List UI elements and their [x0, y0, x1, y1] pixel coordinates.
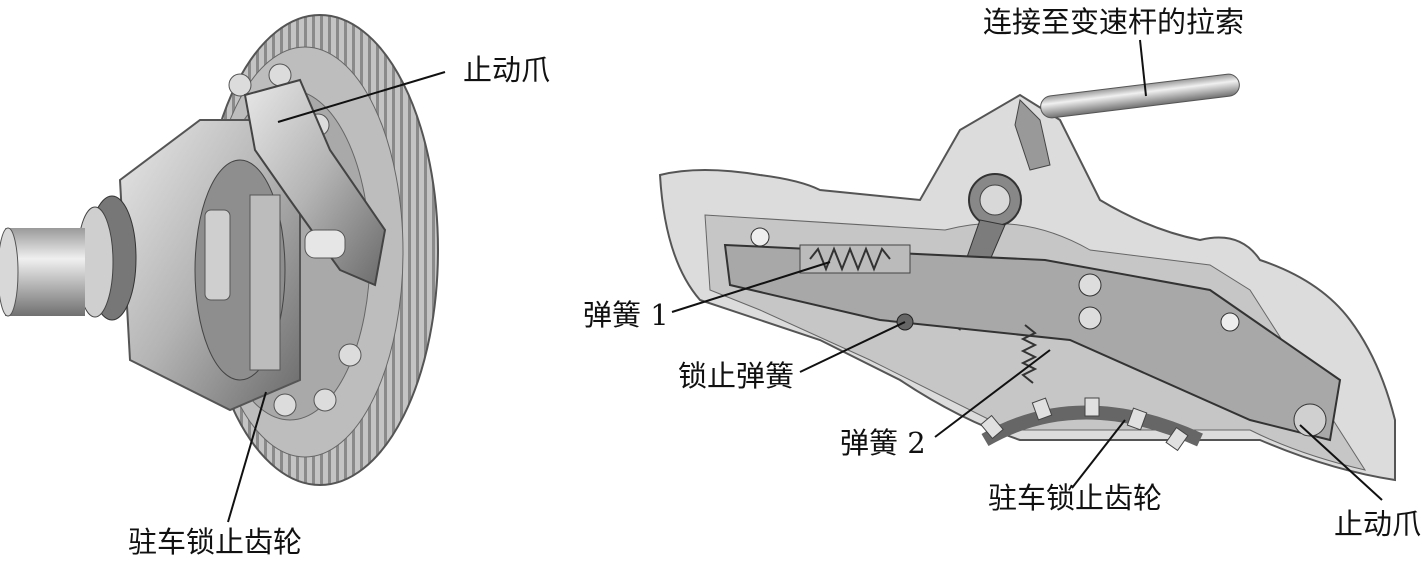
- differential-assembly: [0, 14, 439, 486]
- label-pawl-right: 止动爪: [1334, 507, 1422, 541]
- label-pawl-left: 止动爪: [463, 53, 551, 87]
- parking-lock-mechanism: [658, 73, 1396, 482]
- label-spring-1: 弹簧 1: [583, 298, 669, 332]
- label-spring-2: 弹簧 2: [840, 426, 926, 460]
- left-leader-lines: [227, 71, 446, 523]
- label-park-lock-gear-right: 驻车锁止齿轮: [988, 481, 1163, 515]
- right-leader-lines: [671, 39, 1383, 501]
- label-cable: 连接至变速杆的拉索: [983, 5, 1245, 39]
- label-park-lock-gear-left: 驻车锁止齿轮: [128, 525, 303, 559]
- label-lock-spring: 锁止弹簧: [678, 359, 795, 393]
